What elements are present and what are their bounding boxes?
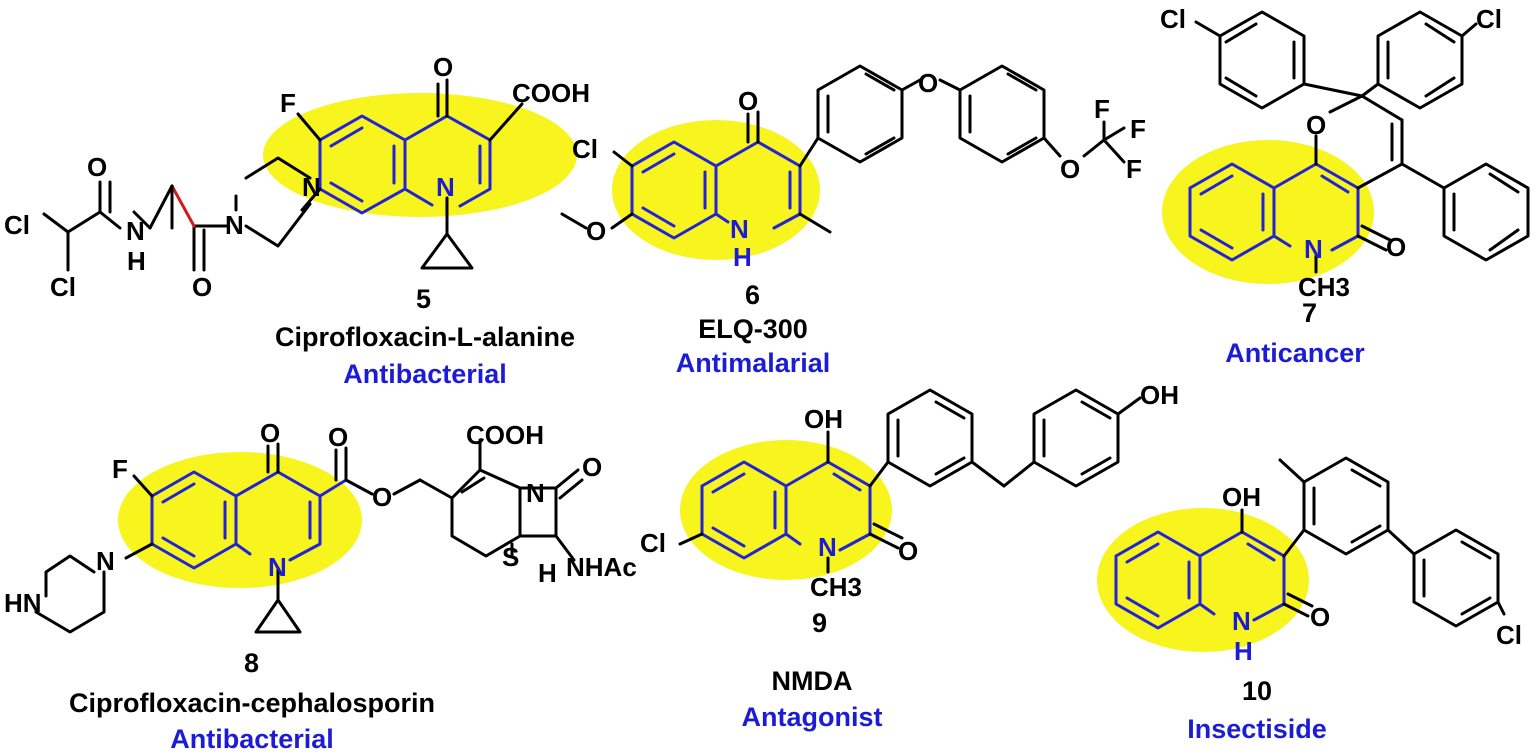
fluorine-label: F — [280, 88, 296, 118]
quinoline-core-highlight-5 — [263, 93, 577, 217]
quinoline-core-highlight — [1162, 140, 1374, 284]
compound-number: 6 — [745, 280, 760, 310]
chlorine-label: Cl — [1476, 4, 1502, 34]
quinoline-core-highlight — [1097, 508, 1309, 652]
compound-7: Cl Cl O N O CH3 7 Anticancer — [1160, 4, 1530, 368]
keto-oxygen-label: O — [1310, 602, 1330, 632]
quinolone-nitrogen-label: N — [818, 532, 837, 562]
ether-oxygen-label: O — [1060, 154, 1080, 184]
chlorine-label: Cl — [1496, 620, 1522, 650]
quinolone-nitrogen-label: N — [1232, 606, 1251, 636]
quinolone-nitrogen-label: N — [268, 552, 287, 582]
quinolone-nitrogen-label: N — [436, 172, 455, 202]
hydrogen-label: H — [538, 558, 557, 588]
piperazine-nitrogen-label: N — [302, 172, 321, 202]
ether-oxygen-label: O — [918, 68, 938, 98]
compound-activity: Antibacterial — [170, 724, 334, 754]
compound-8: O O O F HN N N COOH N O S H NHAc 8 Cipro… — [4, 418, 637, 754]
compound-name: NMDA — [772, 666, 853, 696]
compound-activity: Insectiside — [1187, 714, 1327, 744]
hydroxyl-label: OH — [1140, 380, 1179, 410]
methyl-label: CH3 — [810, 572, 862, 602]
amide-oxygen-label: O — [192, 272, 212, 302]
compound-number: 8 — [244, 648, 259, 678]
chlorine-label: Cl — [572, 134, 598, 164]
compound-number: 5 — [416, 284, 431, 314]
compound-activity: Antimalarial — [676, 348, 831, 378]
ester-oxygen-label: O — [328, 422, 348, 452]
keto-oxygen-label: O — [1386, 232, 1406, 262]
compound-9: OH OH Cl N O CH3 9 NMDA Antagonist — [640, 380, 1179, 732]
quinolone-hydrogen-label: H — [1234, 636, 1253, 666]
methyl-label: CH3 — [1298, 272, 1350, 302]
compound-number: 10 — [1242, 676, 1272, 706]
hydroxyl-label: OH — [1222, 482, 1261, 512]
compound-activity: Antagonist — [742, 702, 883, 732]
ester-oxygen-label: O — [372, 482, 392, 512]
piperazine-nitrogen-label: N — [225, 210, 244, 240]
sulfur-label: S — [502, 542, 519, 572]
piperazine-nitrogen-label: N — [96, 546, 115, 576]
compound-name: Ciprofloxacin-cephalosporin — [69, 688, 435, 718]
compound-activity: Anticancer — [1225, 338, 1365, 368]
quinolone-hydrogen-label: H — [733, 242, 752, 272]
keto-oxygen-label: O — [433, 52, 453, 82]
methoxy-oxygen-label: O — [586, 216, 606, 246]
chlorine-label: Cl — [4, 210, 30, 240]
lactam-nitrogen-label: N — [526, 478, 545, 508]
chlorine-label: Cl — [1160, 4, 1186, 34]
fluorine-label: F — [1094, 94, 1110, 124]
pyran-oxygen-label: O — [1306, 110, 1326, 140]
cooh-label: COOH — [466, 420, 544, 450]
keto-oxygen-label: O — [260, 418, 280, 448]
compound-5: F O COOH N N N O O N H Cl Cl 5 Ciproflox… — [4, 52, 590, 389]
chlorine-label: Cl — [50, 272, 76, 302]
fluorine-label: F — [112, 454, 128, 484]
keto-oxygen-label: O — [738, 86, 758, 116]
nhac-label: NHAc — [566, 552, 637, 582]
keto-oxygen-label: O — [898, 536, 918, 566]
compound-6: O Cl O N H O O F F F 6 ELQ-300 Antimalar… — [560, 64, 1146, 378]
cooh-label: COOH — [512, 78, 590, 108]
compound-number: 7 — [1302, 298, 1317, 328]
chlorine-label: Cl — [640, 528, 666, 558]
quinolone-nitrogen-label: N — [730, 214, 749, 244]
compound-name: ELQ-300 — [698, 314, 808, 344]
amide-nitrogen-label: N — [126, 216, 145, 246]
amide-hydrogen-label: H — [127, 246, 146, 276]
compound-activity: Antibacterial — [343, 359, 507, 389]
piperazine-nh-label: HN — [4, 588, 42, 618]
amide-oxygen-label: O — [87, 152, 107, 182]
compound-10: OH Cl N H O 10 Insectiside — [1097, 456, 1522, 744]
hydroxyl-label: OH — [804, 404, 843, 434]
compound-name: Ciprofloxacin-L-alanine — [275, 322, 575, 352]
lactam-oxygen-label: O — [582, 452, 602, 482]
quinolone-nitrogen-label: N — [1304, 234, 1323, 264]
fluorine-label: F — [1130, 114, 1146, 144]
compound-number: 9 — [812, 608, 827, 638]
quinoline-core-highlight — [118, 452, 362, 588]
fluorine-label: F — [1126, 154, 1142, 184]
